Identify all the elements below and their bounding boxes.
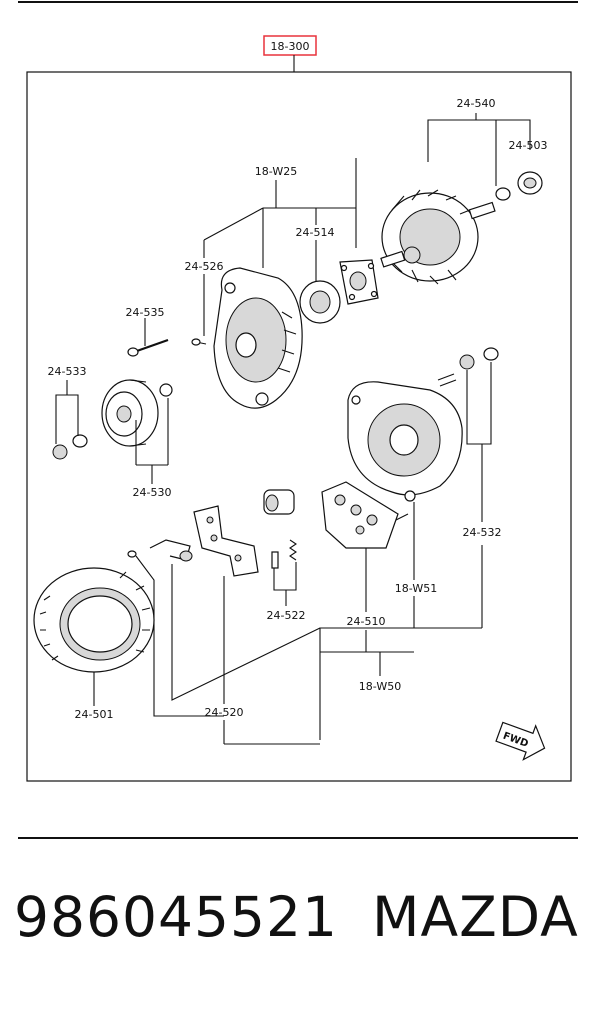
brand-name: MAZDA <box>372 885 579 949</box>
label-24-501[interactable]: 24-501 <box>75 708 114 721</box>
assembly-code-label[interactable]: 18-300 <box>271 40 310 53</box>
nuts-24-532 <box>459 347 499 370</box>
bolt-24-535 <box>127 338 169 357</box>
forward-arrow-icon: FWD <box>495 721 546 761</box>
diagram-frame <box>26 71 572 782</box>
rectifier-24-510 <box>321 481 409 549</box>
label-24-522[interactable]: 24-522 <box>267 609 306 622</box>
label-24-510[interactable]: 24-510 <box>347 615 386 628</box>
label-18-W50[interactable]: 18-W50 <box>359 680 401 693</box>
label-24-514[interactable]: 24-514 <box>296 226 335 239</box>
retainer-plate <box>339 259 379 305</box>
label-18-W51[interactable]: 18-W51 <box>395 582 437 595</box>
label-24-526[interactable]: 24-526 <box>185 260 224 273</box>
label-24-535[interactable]: 24-535 <box>126 306 165 319</box>
rotor-part <box>380 189 496 285</box>
part-number: 986045521 <box>14 885 338 949</box>
label-24-533[interactable]: 24-533 <box>48 365 87 378</box>
label-18-W25[interactable]: 18-W25 <box>255 165 297 178</box>
screw-24-526 <box>191 338 207 346</box>
rear-housing-part <box>347 373 463 502</box>
regulator-24-520 <box>193 505 259 577</box>
assembly-code-highlight[interactable] <box>263 35 317 56</box>
brush-holder-24-522 <box>263 489 297 569</box>
front-housing-part <box>213 267 303 409</box>
stator-24-501 <box>33 567 155 673</box>
label-24-503[interactable]: 24-503 <box>509 139 548 152</box>
label-24-530[interactable]: 24-530 <box>133 486 172 499</box>
bearing-24-514 <box>299 280 341 324</box>
label-24-532[interactable]: 24-532 <box>463 526 502 539</box>
pulley-24-530 <box>101 379 173 447</box>
label-24-520[interactable]: 24-520 <box>205 706 244 719</box>
label-24-540[interactable]: 24-540 <box>457 97 496 110</box>
nut-washer-24-533 <box>52 434 88 460</box>
bearing-24-503 <box>495 171 543 201</box>
